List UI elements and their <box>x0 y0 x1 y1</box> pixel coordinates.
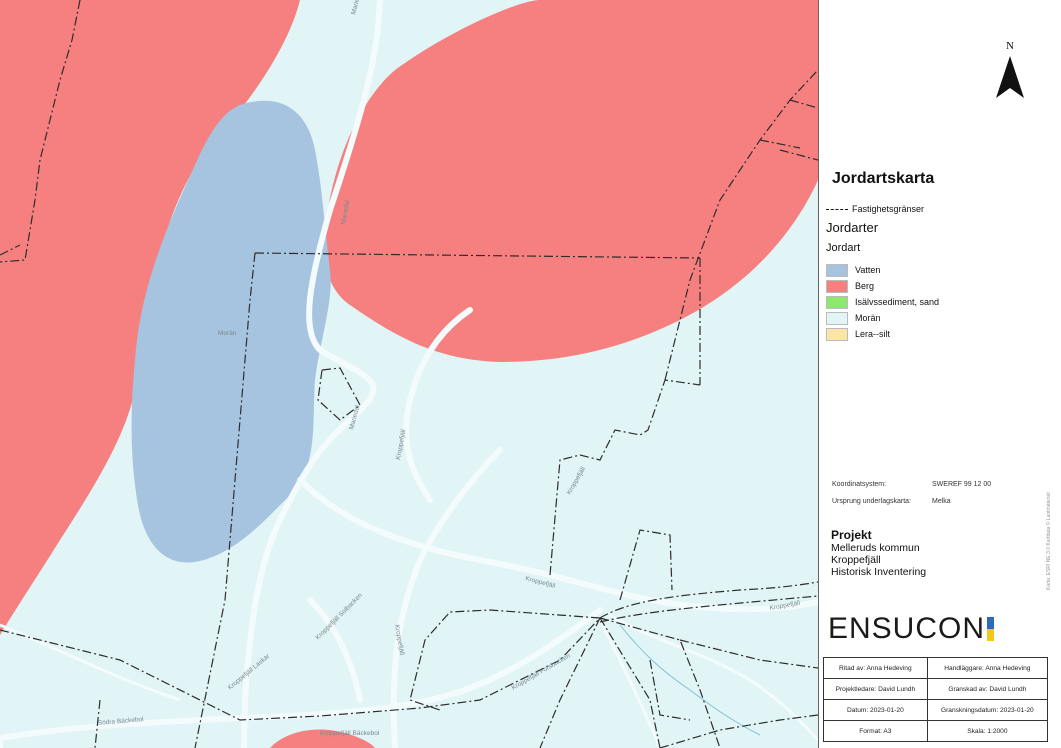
legend-subsection-title: Jordart <box>826 242 861 254</box>
legend-item: Isälvssediment, sand <box>826 294 939 310</box>
road-label-bottom: Kroppefjäll Bäckebol <box>320 730 380 737</box>
berg-northeast <box>323 0 818 362</box>
north-letter: N <box>1006 40 1014 52</box>
project-manager: Projektledare: David Lundh <box>823 678 928 700</box>
road-label-sodra: Södra Bäckebol <box>98 716 145 727</box>
legend-item: Vatten <box>826 262 939 278</box>
map-label-moran: Morän <box>218 330 237 337</box>
project-line: Melleruds kommun <box>831 542 920 554</box>
north-arrow: N <box>993 40 1027 107</box>
north-arrow-icon <box>996 56 1024 98</box>
vatten-lake <box>131 100 331 563</box>
map-title: Jordartskarta <box>832 170 935 187</box>
property-boundaries <box>0 0 818 748</box>
legend-list: Vatten Berg Isälvssediment, sand Morän L… <box>826 262 939 342</box>
format: Format: A3 <box>823 720 928 742</box>
project-heading: Projekt <box>831 528 872 542</box>
legend-swatch <box>826 311 848 325</box>
review-date: Granskningsdatum: 2023-01-20 <box>926 699 1049 721</box>
project-line: Historisk Inventering <box>831 566 927 578</box>
legend-section-title: Jordarter <box>826 220 879 235</box>
logo-text: ENSUCON <box>828 612 986 645</box>
date: Datum: 2023-01-20 <box>823 699 928 721</box>
company-logo: ENSUCON <box>828 612 995 646</box>
legend-swatch <box>826 327 848 341</box>
logo-mark-yellow <box>987 629 995 641</box>
legend-label: Isälvssediment, sand <box>855 297 940 307</box>
coord-system-key: Koordinatsystem: <box>832 481 887 488</box>
logo-mark-icon <box>987 617 995 641</box>
scale: Skala: 1:2000 <box>926 720 1049 742</box>
legend-boundary: Fastighetsgränser <box>826 204 924 214</box>
logo-mark-blue <box>987 617 995 629</box>
legend-item: Berg <box>826 278 939 294</box>
reviewed-by: Granskad av: David Lundh <box>926 678 1049 700</box>
title-block: Ritad av: Anna Hedeving Handläggare: Ann… <box>823 657 1049 742</box>
legend-label: Lera--silt <box>855 329 891 339</box>
legend-panel <box>819 0 1061 748</box>
dash-line-icon <box>826 208 848 210</box>
road-network <box>0 0 818 748</box>
legend-label: Vatten <box>855 265 881 275</box>
attribution-text: Karta: ESRI NE 3.0 Kartdata © Lantmäteri… <box>1046 492 1052 590</box>
soil-map: Mariestad Mariedal Mariedal Kroppefjäll … <box>0 0 818 748</box>
case-officer: Handläggare: Anna Hedeving <box>926 657 1049 679</box>
legend-boundary-label: Fastighetsgränser <box>852 204 925 214</box>
coord-source-key: Ursprung underlagskarta: <box>832 498 911 505</box>
legend-swatch <box>826 295 848 309</box>
map-canvas[interactable]: Mariestad Mariedal Mariedal Kroppefjäll … <box>0 0 819 748</box>
coordinate-info: Koordinatsystem: SWEREF 99 12 00 Ursprun… <box>832 481 991 515</box>
legend-label: Morän <box>855 313 881 323</box>
coord-source-value: Melka <box>932 498 951 505</box>
berg-south <box>270 729 375 748</box>
legend-swatch <box>826 263 848 277</box>
road-minor <box>0 613 818 748</box>
legend-item: Lera--silt <box>826 326 939 342</box>
coord-system-value: SWEREF 99 12 00 <box>932 481 992 488</box>
legend-swatch <box>826 279 848 293</box>
project-info: Projekt Melleruds kommun Kroppefjäll His… <box>831 528 926 578</box>
stream <box>619 624 761 736</box>
legend-item: Morän <box>826 310 939 326</box>
legend-label: Berg <box>855 281 875 291</box>
project-line: Kroppefjäll <box>831 554 881 566</box>
road-label-mid: Mariedal <box>340 199 351 225</box>
berg-west <box>0 0 300 635</box>
drawn-by: Ritad av: Anna Hedeving <box>823 657 928 679</box>
